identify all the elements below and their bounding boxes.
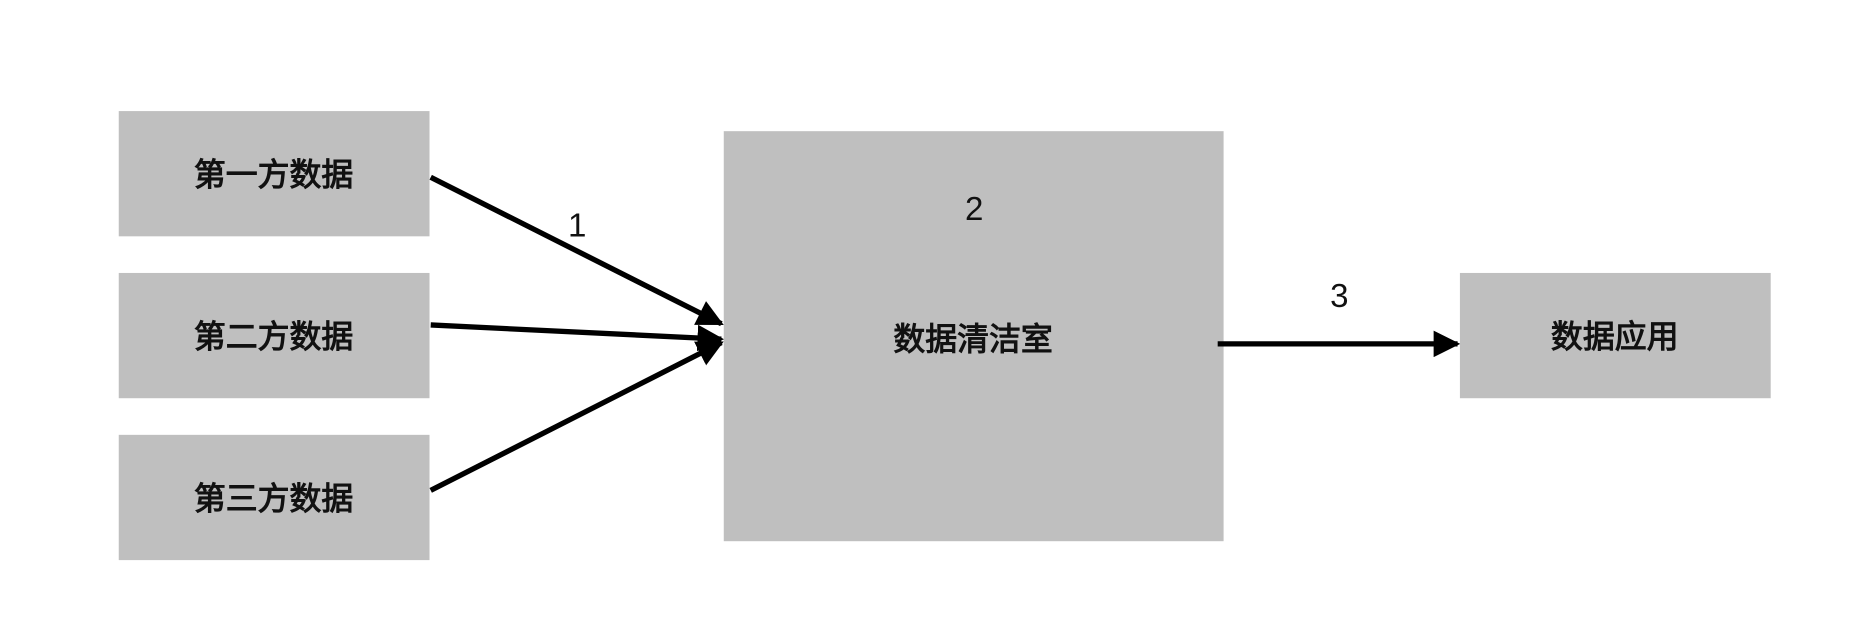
step-label-3: 3 (1330, 278, 1348, 315)
node-clean-room-label: 数据清洁室 (893, 320, 1052, 358)
arrow-second-to-clean-room (430, 322, 725, 352)
node-third-party: 第三方数据 (118, 434, 430, 561)
step-label-2: 2 (965, 191, 983, 228)
arrow-third-to-clean-room (429, 340, 724, 493)
node-second-party: 第二方数据 (118, 272, 430, 399)
node-application: 数据应用 (1459, 272, 1771, 399)
node-first-party-label: 第一方数据 (194, 156, 354, 194)
node-third-party-label: 第三方数据 (194, 479, 354, 517)
node-second-party-label: 第二方数据 (194, 317, 354, 355)
node-clean-room: 数据清洁室 (723, 131, 1224, 542)
node-application-label: 数据应用 (1551, 317, 1679, 355)
arrow-first-to-clean-room (429, 174, 724, 327)
node-first-party: 第一方数据 (118, 111, 430, 237)
step-label-1: 1 (568, 207, 586, 244)
